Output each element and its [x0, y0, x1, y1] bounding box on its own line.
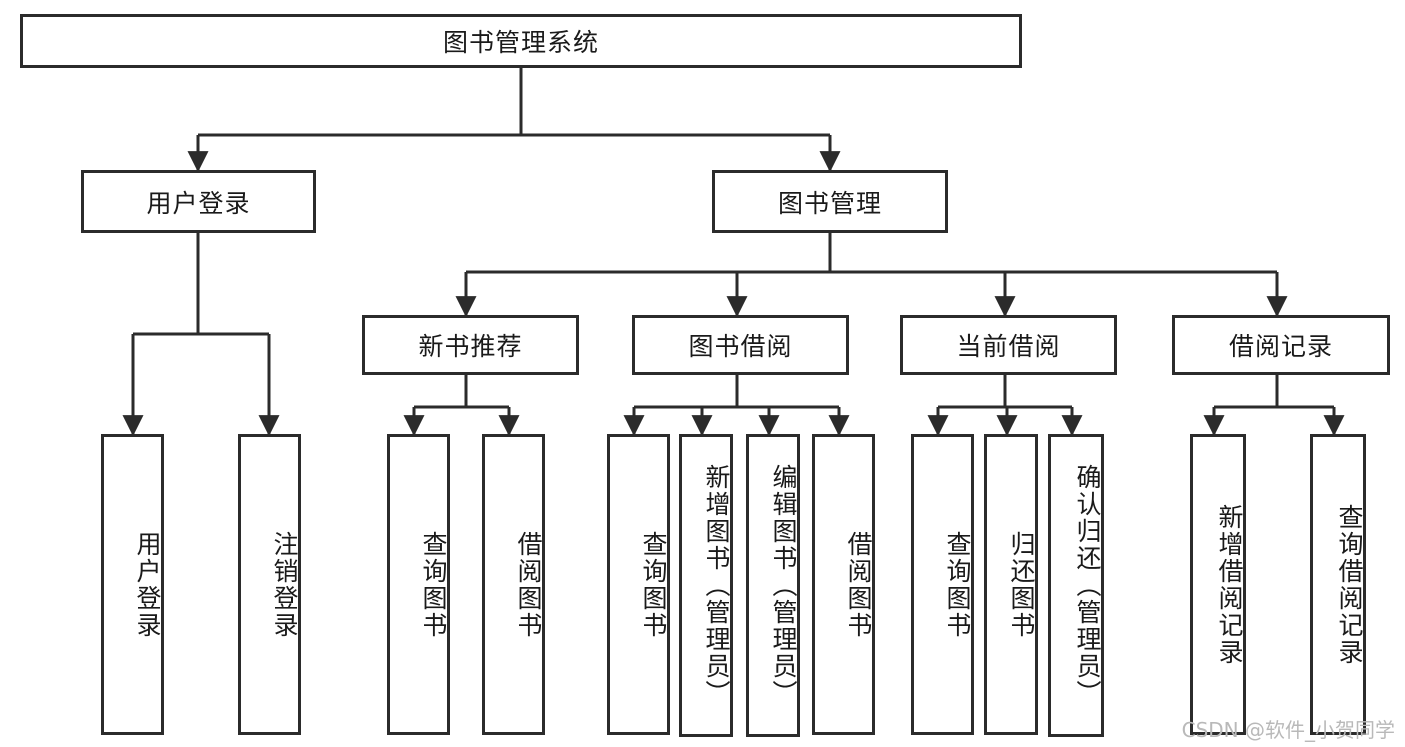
- node-leaf-9: 归还图书: [984, 434, 1038, 735]
- node-level2-0-label: 用户登录: [146, 188, 251, 218]
- node-root-system: 图书管理系统: [20, 14, 1022, 68]
- node-leaf-6: 编辑图书（管理员）: [746, 434, 800, 737]
- node-leaf-7-label: 借阅图书: [844, 530, 873, 639]
- node-leaf-10: 确认归还（管理员）: [1048, 434, 1104, 737]
- node-leaf-5-label: 新增图书（管理员）: [702, 464, 731, 707]
- node-leaf-11-label: 新增借阅记录: [1215, 503, 1244, 666]
- node-leaf-3: 借阅图书: [482, 434, 545, 735]
- node-leaf-3-label: 借阅图书: [514, 530, 543, 639]
- node-leaf-5: 新增图书（管理员）: [679, 434, 733, 737]
- node-level3-3: 借阅记录: [1172, 315, 1390, 375]
- node-level3-2: 当前借阅: [900, 315, 1117, 375]
- node-leaf-4: 查询图书: [607, 434, 670, 735]
- node-level3-2-label: 当前借阅: [956, 332, 1061, 361]
- node-leaf-12: 查询借阅记录: [1310, 434, 1366, 735]
- node-level2-1: 图书管理: [712, 170, 948, 233]
- node-leaf-6-label: 编辑图书（管理员）: [769, 464, 798, 707]
- watermark: CSDN @软件_小贺同学: [1181, 718, 1395, 742]
- node-leaf-1: 注销登录: [238, 434, 301, 735]
- node-level3-1: 图书借阅: [632, 315, 849, 375]
- node-level3-0-label: 新书推荐: [418, 332, 523, 361]
- node-level2-1-label: 图书管理: [777, 188, 882, 218]
- node-level3-3-label: 借阅记录: [1228, 332, 1333, 361]
- node-leaf-7: 借阅图书: [812, 434, 875, 735]
- node-leaf-8-label: 查询图书: [943, 530, 972, 639]
- node-leaf-11: 新增借阅记录: [1190, 434, 1246, 735]
- node-leaf-0-label: 用户登录: [133, 530, 162, 639]
- node-leaf-2: 查询图书: [387, 434, 450, 735]
- node-leaf-12-label: 查询借阅记录: [1335, 503, 1364, 666]
- node-leaf-1-label: 注销登录: [270, 530, 299, 639]
- node-level3-1-label: 图书借阅: [688, 332, 793, 361]
- node-leaf-0: 用户登录: [101, 434, 164, 735]
- node-leaf-9-label: 归还图书: [1007, 530, 1036, 639]
- node-root-system-label: 图书管理系统: [442, 28, 599, 57]
- node-leaf-8: 查询图书: [911, 434, 974, 735]
- node-leaf-4-label: 查询图书: [639, 530, 668, 639]
- node-level3-0: 新书推荐: [362, 315, 579, 375]
- node-leaf-10-label: 确认归还（管理员）: [1073, 464, 1102, 707]
- node-level2-0: 用户登录: [81, 170, 316, 233]
- node-leaf-2-label: 查询图书: [419, 530, 448, 639]
